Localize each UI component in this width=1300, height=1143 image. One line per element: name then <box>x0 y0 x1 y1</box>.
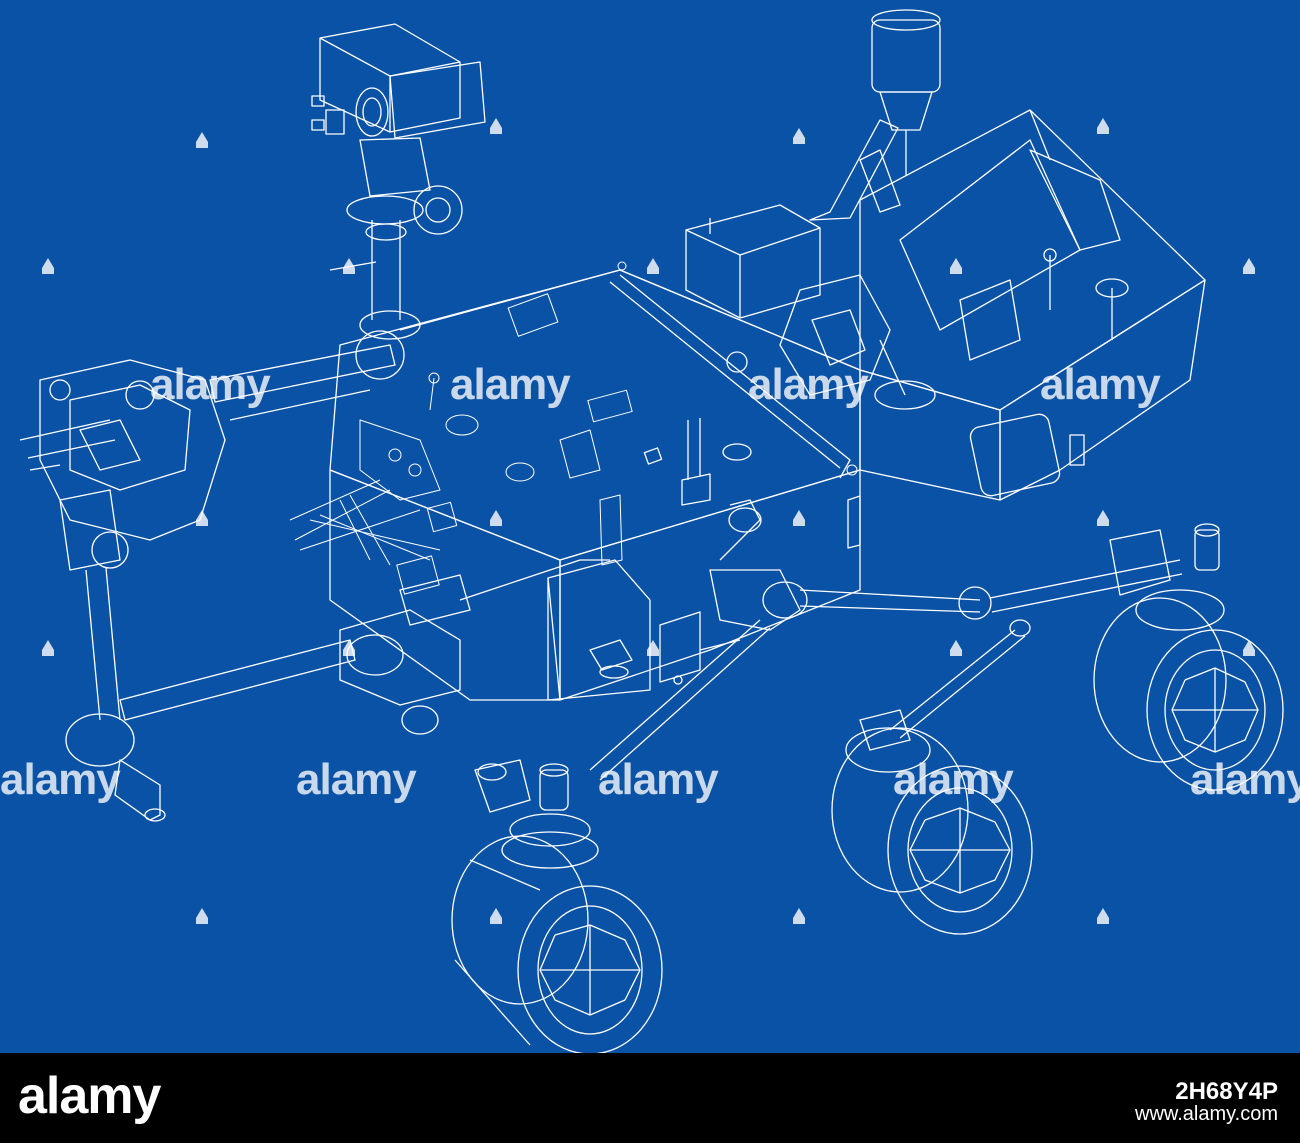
alamy-logo-text: alamy <box>18 1069 162 1125</box>
watermark-marks <box>42 118 1255 924</box>
watermark-text: alamy <box>1190 755 1300 804</box>
rover-chassis <box>329 269 861 701</box>
site-url[interactable]: www.alamy.com <box>1135 1103 1278 1125</box>
footer-id-block: 2H68Y4P www.alamy.com <box>1135 1078 1278 1126</box>
rover-robotic-arm <box>19 344 396 822</box>
watermark-text: alamy <box>893 755 1014 804</box>
rover-rear-deck <box>859 109 1206 501</box>
rover-wireframe <box>19 9 1284 1053</box>
alamy-logo: alamy <box>18 1069 163 1125</box>
image-id: 2H68Y4P <box>1175 1078 1278 1105</box>
rover-suspension <box>339 499 1183 781</box>
watermark-text: alamy <box>598 755 719 804</box>
watermark-text: alamy <box>150 360 271 409</box>
rover-deck-fasteners <box>428 261 858 566</box>
rover-sample-arm <box>809 9 941 221</box>
watermark-text: alamy <box>0 755 121 804</box>
watermark-text: alamy <box>450 360 571 409</box>
rover-wiring-bundle <box>289 414 535 595</box>
rover-wheel-front <box>451 759 663 1053</box>
rover-wheel-rear <box>1093 523 1284 791</box>
rover-wheel-middle <box>831 709 1033 935</box>
footer-bar: alamy 2H68Y4P www.alamy.com <box>0 1053 1300 1143</box>
watermark-text: alamy <box>748 360 869 409</box>
blueprint-illustration <box>0 0 1300 1053</box>
blueprint-background <box>0 0 1300 1053</box>
rover-mast <box>311 23 486 380</box>
watermark-text: alamy <box>296 755 417 804</box>
rover-deck-box <box>685 204 821 319</box>
rover-antenna-assembly <box>779 274 936 410</box>
watermark-text: alamy <box>1040 360 1161 409</box>
